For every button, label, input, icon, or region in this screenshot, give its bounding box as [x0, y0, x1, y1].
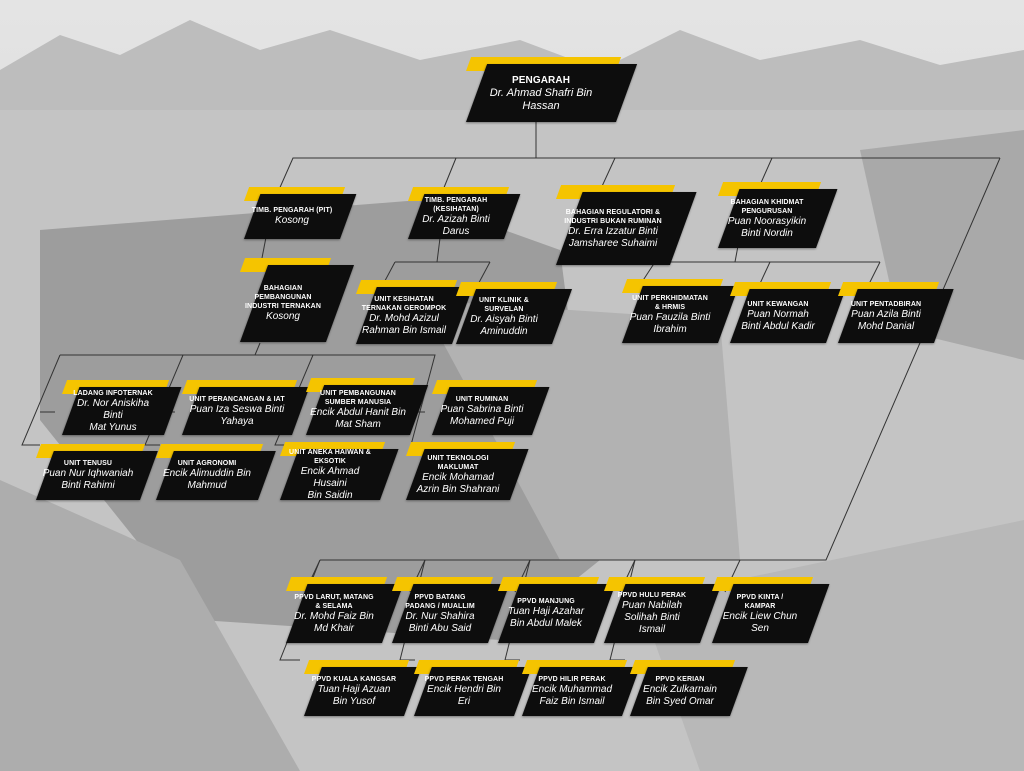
node-name: Encik Abdul Hanit Bin Mat Sham — [310, 407, 406, 430]
node-title: BAHAGIAN KHIDMAT PENGURUSAN — [730, 198, 804, 215]
node-title: UNIT PEMBANGUNAN SUMBER MANUSIA — [320, 390, 396, 406]
node-title: UNIT RUMINAN — [455, 395, 509, 403]
node-title: PENGARAH — [511, 74, 571, 86]
node-title: PPVD LARUT, MATANG & SELAMA — [294, 593, 374, 610]
node-name: Dr. Mohd Azizul Rahman Bin Ismail — [362, 312, 446, 336]
node-title: UNIT KLINIK & SURVELAN — [479, 296, 529, 313]
node-name: Puan Noorasyikin Binti Nordin — [727, 215, 807, 239]
node-title: UNIT KESIHATAN TERNAKAN GEROMPOK — [361, 295, 447, 312]
node-title: UNIT TENUSU — [63, 460, 113, 467]
node-title: BAHAGIAN PEMBANGUNAN INDUSTRI TERNAKAN — [245, 285, 321, 310]
node-title: PPVD MANJUNG — [517, 598, 575, 605]
node-title: PPVD BATANG PADANG / MUALLIM — [405, 593, 475, 610]
node-name: Encik Alimuddin Bin Mahmud — [162, 468, 251, 491]
node-title: PPVD KINTA / KAMPAR — [736, 593, 784, 610]
node-title: UNIT TEKNOLOGI MAKLUMAT — [427, 454, 489, 471]
node-title: UNIT AGRONOMI — [177, 460, 237, 467]
node-title: BAHAGIAN REGULATORI & INDUSTRI BUKAN RUM… — [564, 208, 662, 225]
node-title: PPVD HULU PERAK — [617, 592, 687, 599]
node-title: TIMB. PENGARAH (PIT) — [251, 207, 333, 214]
node-name: Kosong — [275, 215, 309, 226]
node-name: Puan Normah Binti Abdul Kadir — [741, 308, 815, 332]
node-title: UNIT PERANCANGAN & IAT — [189, 395, 285, 403]
node-name: Puan Azila Binti Mohd Danial — [851, 308, 921, 332]
node-title: UNIT PERKHIDMATAN & HRMIS — [632, 294, 708, 311]
node-title: TIMB. PENGARAH (KESIHATAN) — [424, 196, 488, 213]
node-bahagian-regulatori: BAHAGIAN REGULATORI & INDUSTRI BUKAN RUM… — [556, 185, 697, 265]
node-name: Encik Mohamad Azrin Bin Shahrani — [416, 471, 500, 495]
node-name: Encik Ahmad Husaini Bin Saidin — [300, 465, 360, 501]
node-name: Dr. Nor Aniskiha Binti Mat Yunus — [76, 397, 150, 433]
node-name: Dr. Aisyah Binti Aminuddin — [470, 313, 538, 337]
node-name: Tuan Haji Azahar Bin Abdul Malek — [507, 606, 585, 629]
node-name: Puan Nur Iqhwaniah Binti Rahimi — [42, 468, 134, 491]
node-name: Puan Iza Seswa Binti Yahaya — [189, 403, 285, 427]
node-name: Dr. Azizah Binti Darus — [422, 213, 490, 237]
node-name: Tuan Haji Azuan Bin Yusof — [317, 684, 391, 707]
node-name: Encik Hendri Bin Eri — [427, 684, 501, 707]
node-name: Dr. Ahmad Shafri Bin Hassan — [489, 86, 593, 112]
node-title: PPVD KUALA KANGSAR — [311, 676, 397, 683]
node-name: Puan Nabilah Solihah Binti Ismail — [621, 600, 683, 635]
node-name: Puan Fauzila Binti Ibrahim — [629, 311, 711, 335]
node-timb-pengarah-pit: TIMB. PENGARAH (PIT)Kosong — [244, 187, 357, 239]
node-name: Encik Liew Chun Sen — [722, 610, 798, 634]
node-name: Dr. Erra Izzatur Binti Jamsharee Suhaimi — [568, 225, 658, 249]
node-name: Dr. Nur Shahira Binti Abu Said — [405, 610, 475, 634]
node-name: Encik Zulkarnain Bin Syed Omar — [643, 684, 717, 707]
node-timb-pengarah-kesihatan: TIMB. PENGARAH (KESIHATAN)Dr. Azizah Bin… — [408, 187, 521, 239]
node-name: Dr. Mohd Faiz Bin Md Khair — [294, 610, 374, 634]
node-title: UNIT KEWANGAN — [747, 300, 809, 308]
node-name: Kosong — [266, 311, 300, 322]
node-name: Puan Sabrina Binti Mohamed Puji — [440, 403, 524, 427]
node-title: PPVD KERIAN — [655, 676, 705, 683]
node-title: PPVD PERAK TENGAH — [424, 676, 504, 683]
node-title: UNIT ANEKA HAIWAN & EKSOTIK — [289, 448, 371, 465]
node-title: LADANG INFOTERNAK — [73, 389, 153, 397]
node-name: Encik Muhammad Faiz Bin Ismail — [531, 684, 613, 707]
node-title: PPVD HILIR PERAK — [538, 676, 606, 683]
node-title: UNIT PENTADBIRAN — [850, 300, 922, 308]
